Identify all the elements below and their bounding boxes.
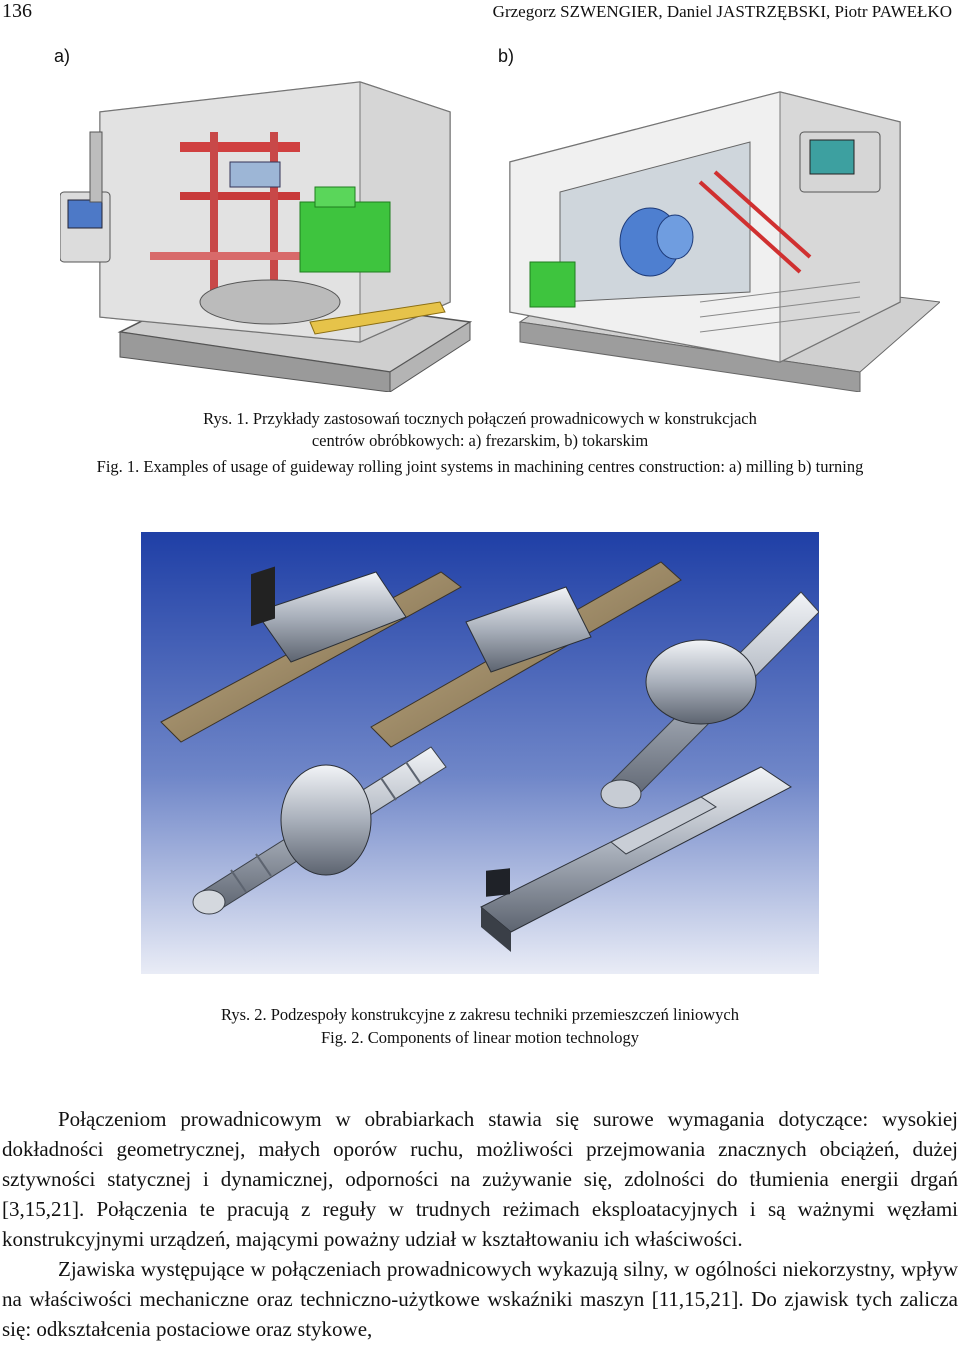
turning-centre-illustration [509,91,940,392]
linear-ball-bushing-shaft [600,591,819,809]
profile-rail-guide-1 [160,566,462,743]
paragraph-1: Połączeniom prowadnicowym w obrabiarkach… [2,1107,958,1251]
linear-motion-components-image [141,532,819,974]
figure-1-caption-pl-line-1: Rys. 1. Przykłady zastosowań tocznych po… [203,409,757,428]
running-authors: Grzegorz SZWENGIER, Daniel JASTRZĘBSKI, … [492,2,952,21]
figure-1: a) b) [40,36,940,401]
milling-centre-illustration [60,81,473,392]
panel-label-a: a) [54,46,71,66]
figure-1-caption-pl-line-2: centrów obróbkowych: a) frezarskim, b) t… [311,431,649,450]
figure-1-caption-en: Fig. 1. Examples of usage of guideway ro… [96,457,864,476]
panel-label-b: b) [498,46,515,66]
linear-module [480,766,792,952]
paragraph-2: Zjawiska występujące w połączeniach prow… [2,1257,958,1341]
body-text: Połączeniom prowadnicowym w obrabiarkach… [2,1104,958,1344]
page-header: 136 Grzegorz SZWENGIER, Daniel JASTRZĘBS… [0,0,960,30]
ball-screw [192,746,447,915]
figure-2-caption-pl: Rys. 2. Podzespoły konstrukcyjne z zakre… [220,1005,740,1024]
page-number: 136 [2,0,32,22]
profile-rail-guide-2 [370,561,682,748]
figure-2-caption-en: Fig. 2. Components of linear motion tech… [320,1028,640,1047]
